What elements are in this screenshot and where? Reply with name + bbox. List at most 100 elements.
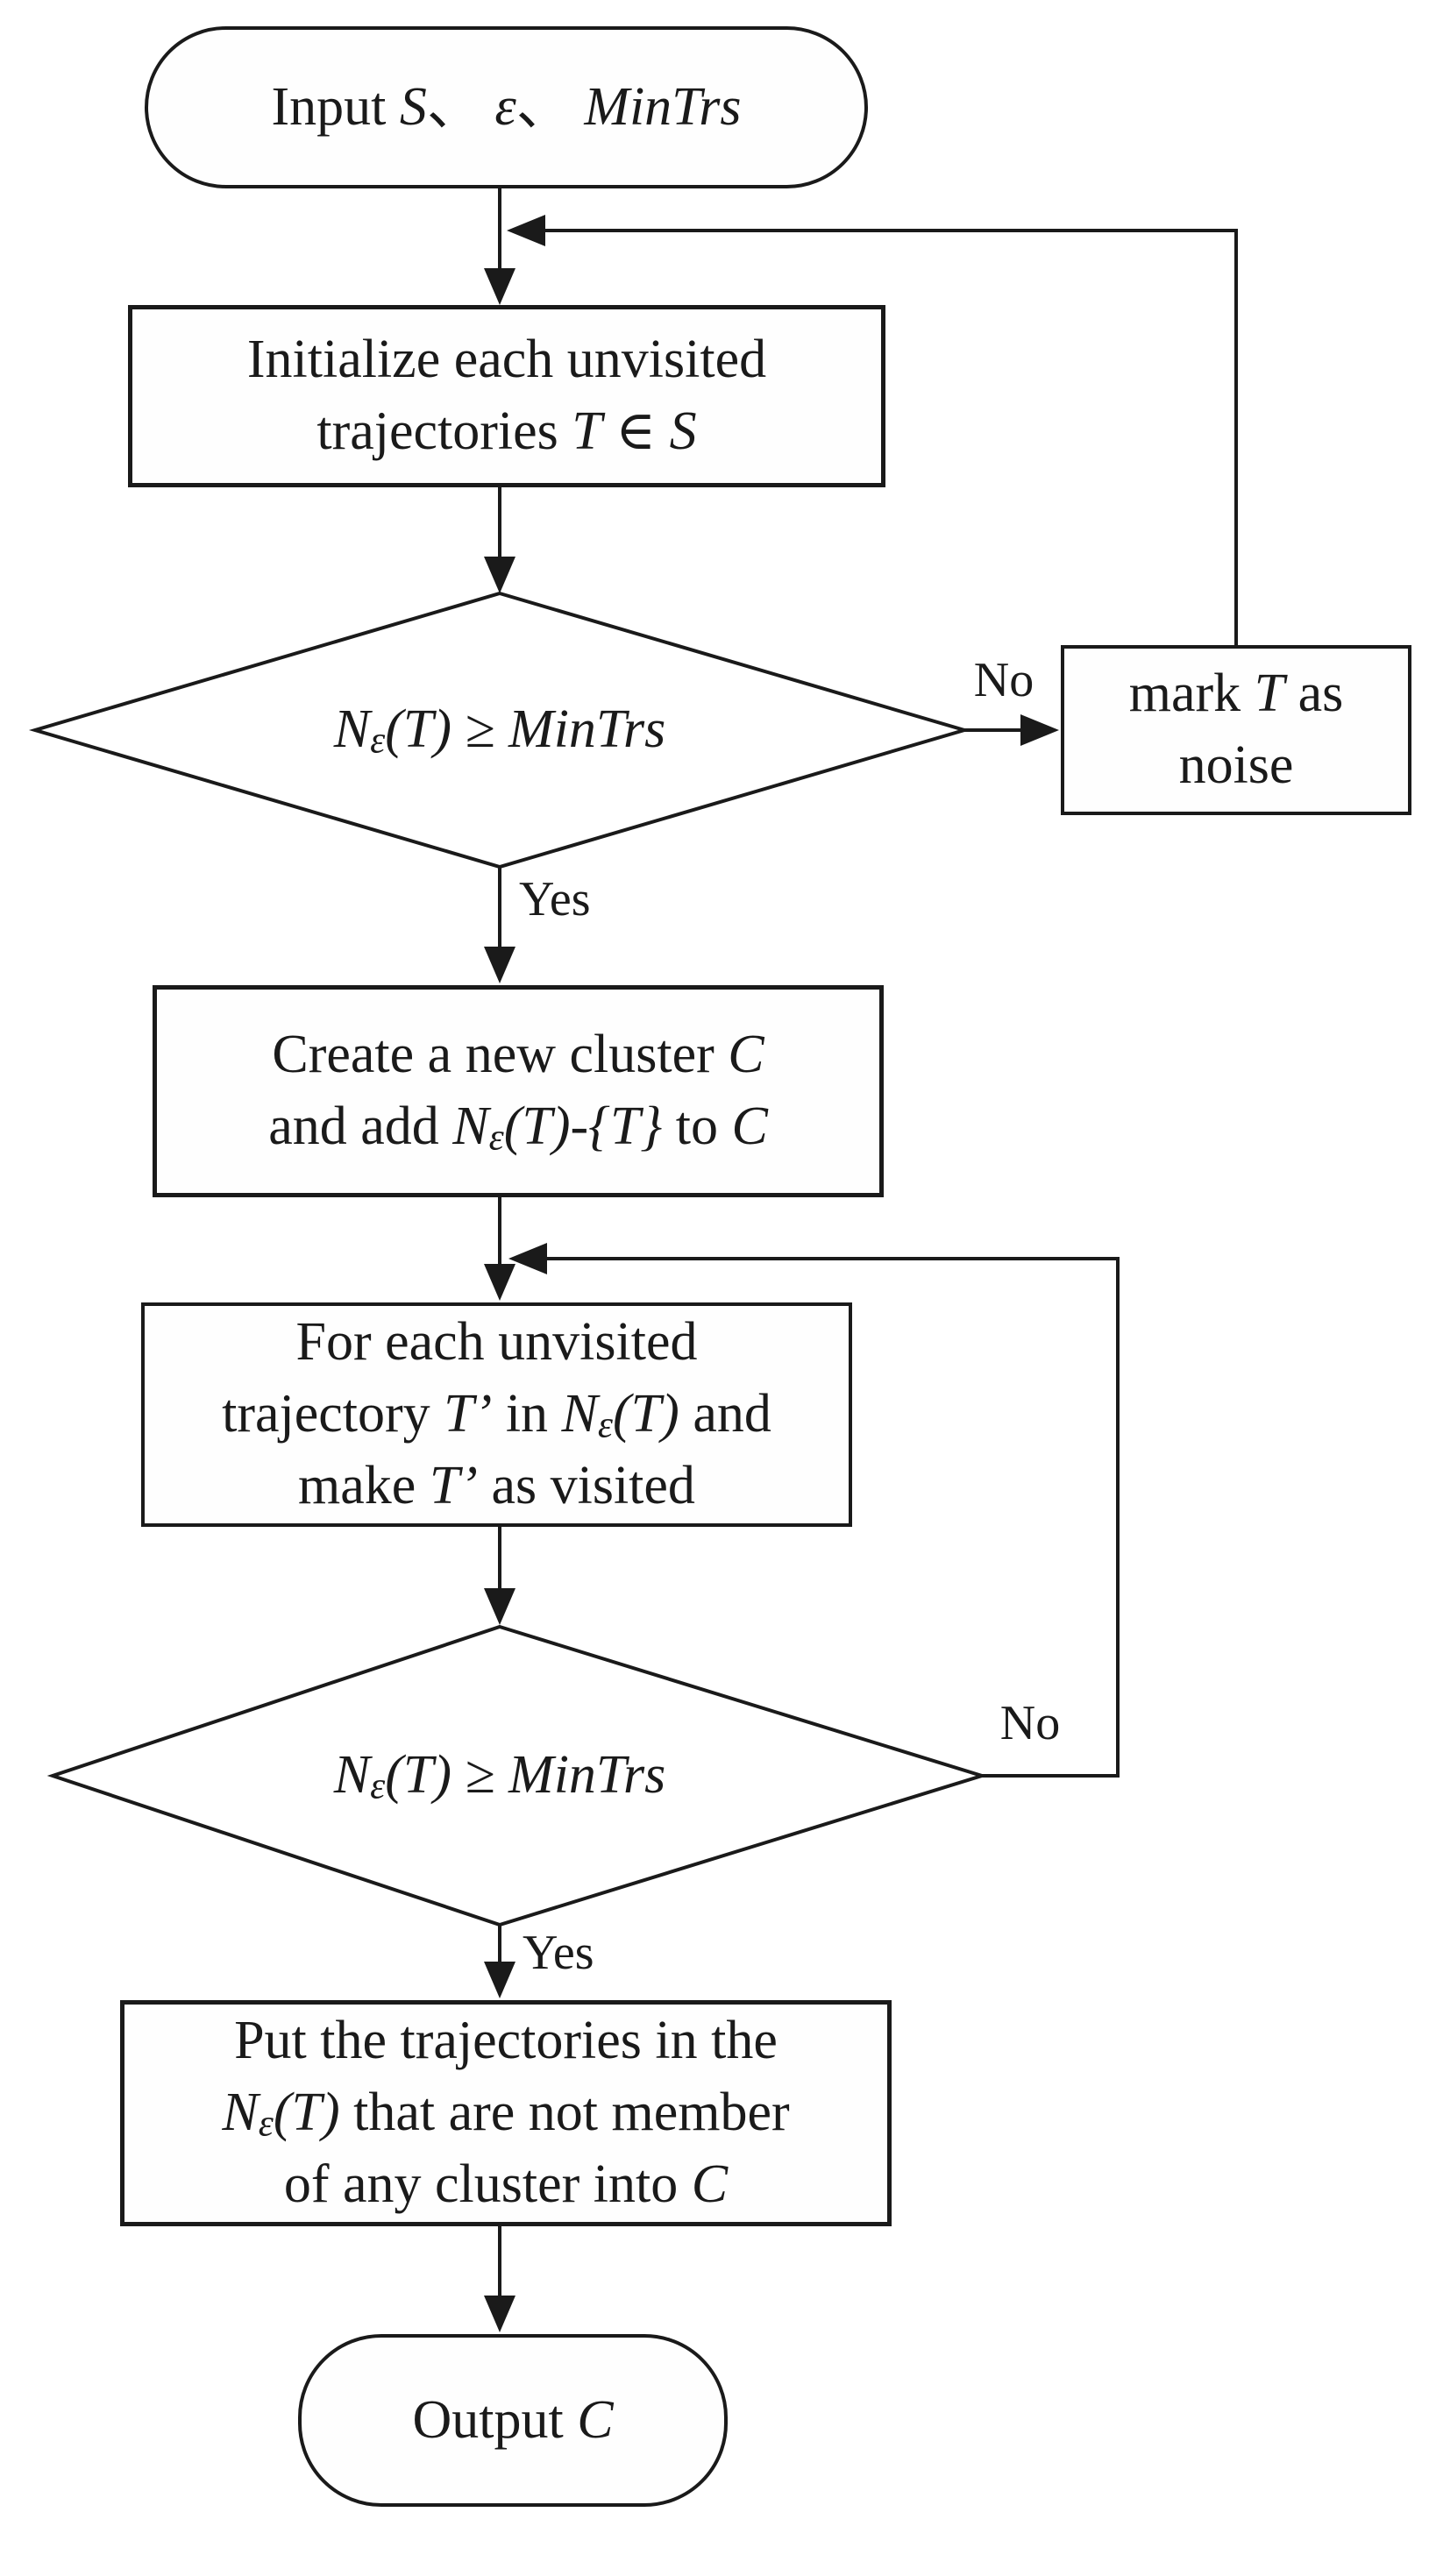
edge-label-no-1: No [973, 653, 1034, 707]
text-segment: T [1254, 664, 1285, 724]
text-segment: that are not member [339, 2083, 790, 2143]
text-segment: T [630, 1384, 662, 1444]
text-segment: 、 [515, 76, 585, 137]
text-segment: ε [488, 1116, 504, 1159]
edge-label-no-2: No [999, 1696, 1061, 1750]
start-terminator: Input S、 ε、 MinTrs [145, 26, 868, 188]
text-line: noise [1129, 730, 1344, 802]
end-label: Output C [412, 2385, 613, 2457]
text-line: Initialize each unvisited [247, 324, 766, 396]
text-segment: ∈ [601, 401, 670, 461]
edge-noise-loopback [544, 229, 1238, 645]
decision2-label: Nε(T) ≥ MinTrs [334, 1740, 666, 1812]
text-segment: ( [273, 2083, 292, 2143]
text-segment: as visited [477, 1455, 695, 1515]
text-segment: in [492, 1384, 562, 1444]
text-line: Create a new cluster C [268, 1019, 768, 1091]
text-line: of any cluster into C [222, 2149, 789, 2221]
text-line: Nε(T) that are not member [222, 2077, 789, 2149]
text-segment: to [662, 1096, 732, 1156]
text-segment: C [731, 1096, 768, 1156]
text-line: Nε(T) ≥ MinTrs [334, 694, 666, 766]
noise-label: mark T as noise [1129, 658, 1344, 802]
end-terminator: Output C [298, 2334, 728, 2507]
text-segment: noise [1178, 735, 1294, 795]
arrowhead-into-noise [1020, 714, 1059, 746]
arrowhead-into-check1 [484, 557, 515, 593]
text-segment: ε [370, 1764, 386, 1807]
start-label: Input S、 ε、 MinTrs [271, 72, 741, 144]
text-segment: )-{ [551, 1096, 610, 1156]
text-segment: ( [385, 1745, 403, 1806]
arrowhead-into-foreach [484, 1264, 515, 1301]
text-segment: ε [597, 1403, 614, 1446]
text-segment: For each unvisited [295, 1312, 698, 1373]
text-line: For each unvisited [222, 1307, 771, 1379]
arrowhead-into-init [484, 268, 515, 305]
text-segment: Input [271, 76, 400, 137]
text-segment: ) [321, 2083, 340, 2143]
text-segment: ε [494, 76, 516, 137]
arrowhead-into-put [484, 1962, 515, 1998]
text-segment: ) [433, 699, 452, 760]
text-segment: T’ [444, 1384, 493, 1444]
text-segment: ε [258, 2102, 274, 2145]
text-line: trajectory T’ in Nε(T) and [222, 1379, 771, 1451]
arrowhead-loop1-left [507, 215, 545, 246]
text-segment: ) [433, 1745, 452, 1806]
text-segment: ≥ [451, 699, 509, 760]
decision-diamond-1 [28, 591, 971, 869]
text-segment: of any cluster into [283, 2154, 692, 2214]
text-segment: mark [1128, 664, 1255, 724]
text-segment: C [728, 1025, 764, 1085]
text-segment: make [298, 1455, 430, 1515]
text-line: and add Nε(T)-{T} to C [268, 1091, 768, 1163]
decision-diamond-2 [46, 1624, 988, 1927]
edge-label-yes-1: Yes [519, 872, 591, 926]
text-segment: MinTrs [508, 699, 666, 760]
text-line: Output C [412, 2385, 613, 2457]
decision1-label: Nε(T) ≥ MinTrs [334, 694, 666, 766]
text-segment: as [1284, 664, 1344, 724]
text-segment: T [522, 1096, 552, 1156]
arrowhead-into-check2 [484, 1588, 515, 1625]
arrowhead-into-create [484, 947, 515, 983]
text-segment: C [577, 2389, 614, 2450]
text-segment: N [452, 1096, 489, 1156]
text-segment: T [402, 699, 434, 760]
text-segment: C [691, 2154, 729, 2214]
text-segment: ε [370, 719, 386, 762]
edge-label-yes-2: Yes [523, 1926, 594, 1980]
text-line: trajectories T ∈ S [247, 396, 766, 468]
text-segment: T [291, 2083, 322, 2143]
text-line: Put the trajectories in the [222, 2005, 789, 2077]
text-segment: ( [385, 699, 403, 760]
text-segment: Initialize each unvisited [246, 330, 767, 390]
text-segment: ≥ [451, 1745, 509, 1806]
text-segment: } [640, 1096, 663, 1156]
noise-process-box: mark T as noise [1061, 645, 1411, 815]
arrowhead-loop2-left [508, 1243, 547, 1274]
edge-check2-loopback [545, 1257, 1120, 1778]
text-segment: N [222, 2083, 259, 2143]
text-segment: Output [412, 2389, 578, 2450]
text-segment: T [609, 1096, 641, 1156]
text-segment: ( [613, 1384, 631, 1444]
text-segment: T [402, 1745, 434, 1806]
text-line: make T’ as visited [222, 1451, 771, 1522]
text-segment: MinTrs [584, 76, 742, 137]
text-line: Nε(T) ≥ MinTrs [334, 1740, 666, 1812]
arrowhead-into-end [484, 2296, 515, 2332]
text-segment: trajectory [222, 1384, 444, 1444]
text-segment: S [669, 401, 697, 461]
text-segment: S [399, 76, 427, 137]
